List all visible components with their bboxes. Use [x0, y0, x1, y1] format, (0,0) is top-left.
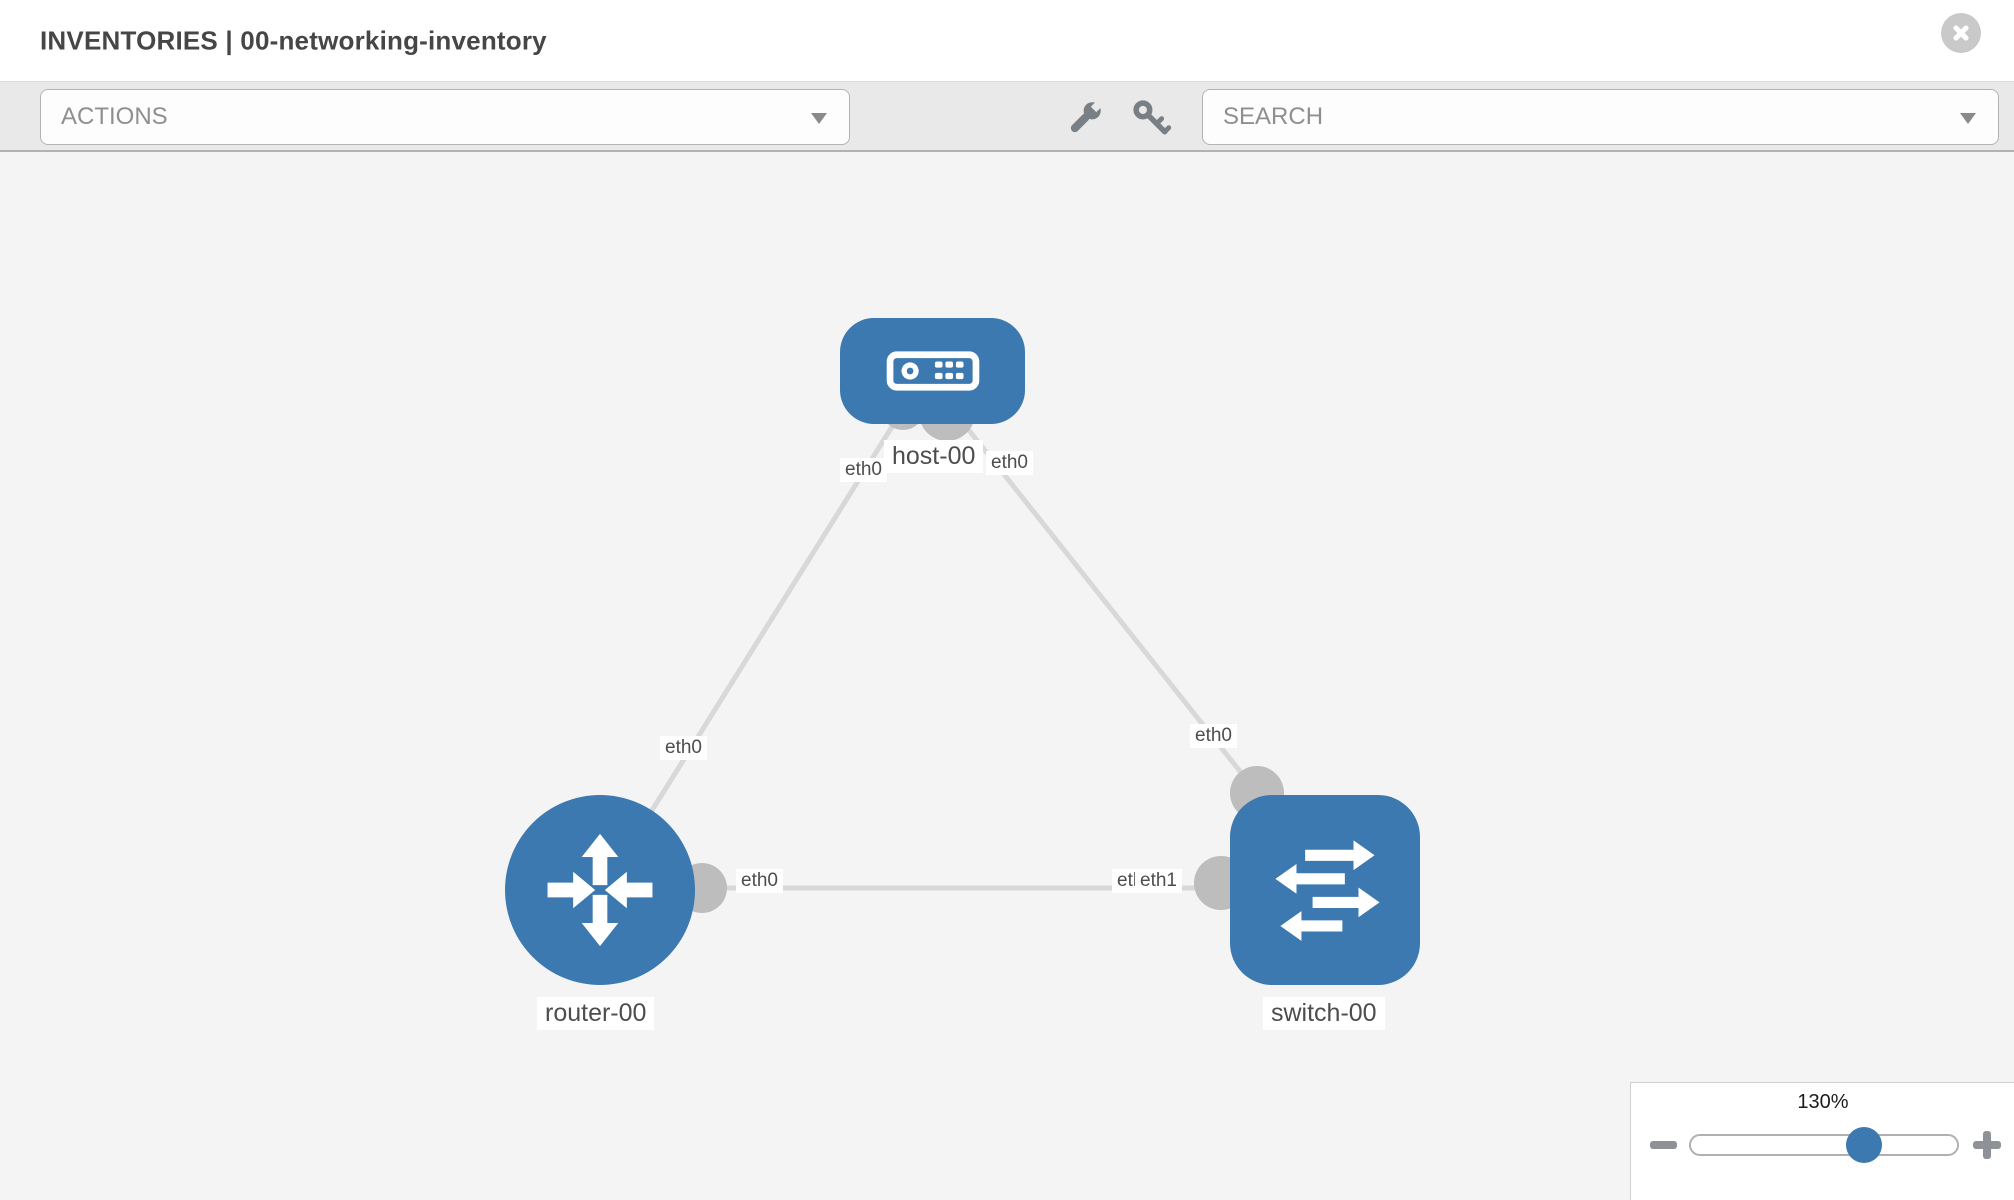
key-button[interactable] [1128, 95, 1174, 141]
key-icon [1133, 100, 1172, 135]
zoom-in-icon[interactable] [1973, 1131, 2001, 1159]
close-button[interactable] [1941, 13, 1981, 53]
node-label-router: router-00 [537, 997, 655, 1030]
node-label-host: host-00 [884, 440, 984, 473]
wrench-icon [1070, 99, 1104, 133]
zoom-panel: 130% [1630, 1082, 2014, 1200]
zoom-out-icon[interactable] [1650, 1141, 1677, 1149]
router-icon [547, 833, 653, 947]
switch-icon [1275, 840, 1380, 941]
toolbar: ACTIONS SEARC [0, 81, 2014, 152]
zoom-slider-thumb[interactable] [1846, 1127, 1882, 1163]
node-router-00[interactable] [505, 795, 695, 985]
actions-dropdown[interactable]: ACTIONS [40, 89, 850, 145]
chevron-down-icon [811, 113, 827, 124]
header: INVENTORIES | 00-networking-inventory [0, 0, 2014, 81]
host-icon [886, 351, 979, 391]
topology-links-layer [601, 385, 1325, 913]
iface-label-switch-side-uplink: eth0 [1190, 724, 1237, 748]
zoom-slider-track[interactable] [1689, 1134, 1959, 1156]
iface-label-host-to-switch: eth0 [986, 451, 1033, 475]
topology-canvas[interactable]: host-00 router-00 switch-00 eth0 eth0 et… [0, 152, 2014, 1200]
link-host-router [601, 412, 903, 889]
node-host-00[interactable] [840, 318, 1025, 424]
actions-dropdown-label: ACTIONS [61, 103, 168, 130]
iface-label-host-to-router: eth0 [840, 458, 887, 482]
plus-vertical-bar [1983, 1131, 1991, 1159]
close-icon [1953, 25, 1969, 41]
page-title: INVENTORIES | 00-networking-inventory [40, 25, 547, 55]
zoom-level: 130% [1797, 1091, 1849, 1113]
tools-button[interactable] [1062, 95, 1108, 141]
search-dropdown-label: SEARCH [1223, 103, 1324, 130]
node-label-switch: switch-00 [1263, 997, 1385, 1030]
iface-label-overlap-group: eth0 eth1 [1112, 869, 1202, 897]
iface-label-router-side-uplink: eth0 [660, 736, 707, 760]
iface-label-router-eth0: eth0 [736, 869, 783, 893]
chevron-down-icon [1960, 113, 1976, 124]
search-dropdown[interactable]: SEARCH [1202, 89, 1999, 145]
node-switch-00[interactable] [1230, 795, 1420, 985]
iface-label-switch-eth1: eth1 [1135, 869, 1182, 893]
